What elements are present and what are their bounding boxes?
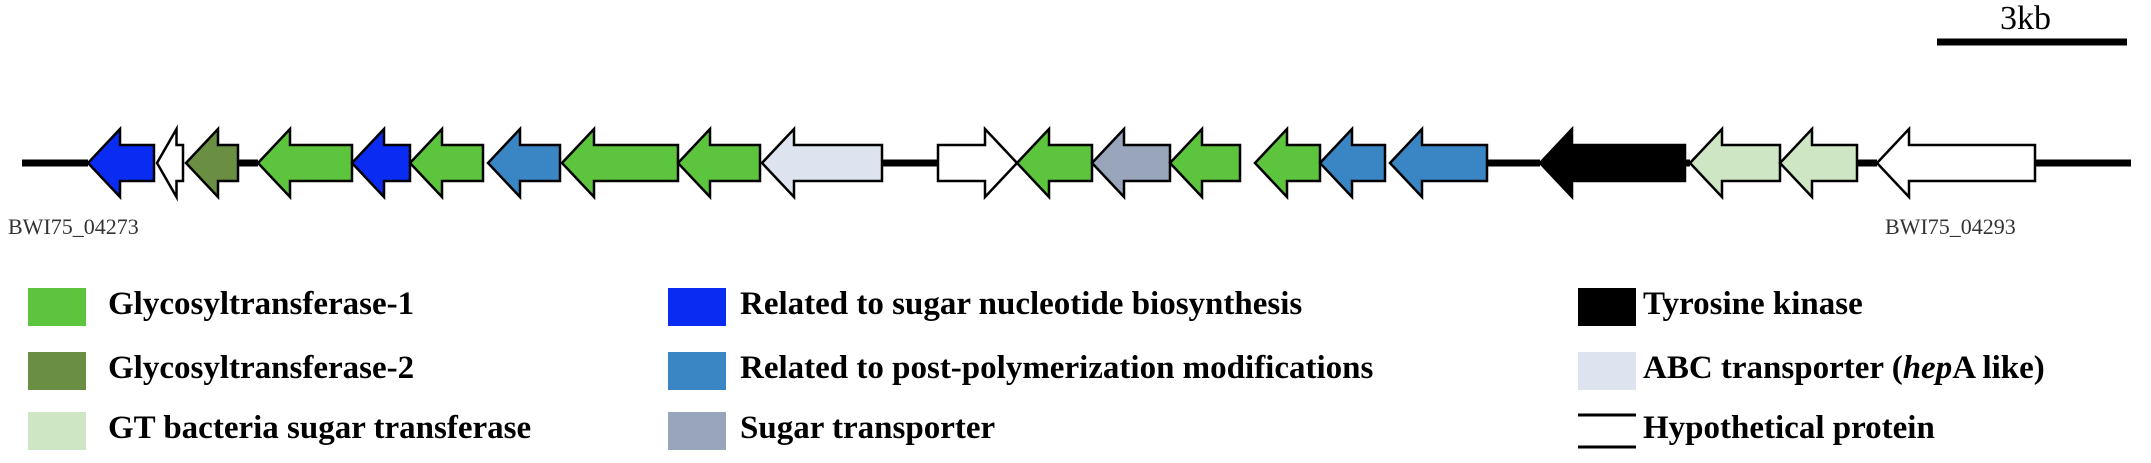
gene-arrow-gt-bacteria — [1688, 125, 1782, 201]
locus-label-right: BWI75_04293 — [1885, 214, 2016, 239]
gene-arrow-gt1 — [1253, 125, 1322, 201]
gene-arrow-post-polymerization — [1318, 125, 1387, 201]
gene-arrows — [86, 124, 2037, 202]
gene-arrow-nucleotide — [350, 125, 412, 201]
legend-swatch-abc-transporter — [1578, 352, 1636, 390]
legend-label-nucleotide: Related to sugar nucleotide biosynthesis — [740, 286, 1303, 322]
gene-arrow-hypothetical — [1875, 125, 2037, 201]
gene-arrow-gt1 — [408, 125, 485, 201]
legend-swatch-sugar-transporter — [668, 412, 726, 450]
gene-arrow-post-polymerization — [1388, 125, 1489, 201]
gene-arrow-gt1 — [1015, 125, 1094, 201]
legend-label-gt2: Glycosyltransferase-2 — [108, 350, 415, 386]
scale-bar-label: 3kb — [2000, 0, 2051, 37]
gene-arrow-gt-bacteria — [1778, 125, 1859, 201]
gene-arrow-abc-transporter — [760, 125, 884, 201]
gene-arrow-gt1 — [1168, 125, 1242, 201]
legend-swatch-post-polymerization — [668, 352, 726, 390]
legend-swatch-nucleotide — [668, 288, 726, 326]
legend-swatch-gt-bacteria — [28, 412, 86, 450]
gene-arrow-post-polymerization — [486, 125, 562, 201]
gene-arrow-gt1 — [676, 125, 762, 201]
legend-label-tyrosine-kinase: Tyrosine kinase — [1643, 286, 1863, 322]
legend-swatch-gt2 — [28, 352, 86, 390]
legend-label-hypothetical: Hypothetical protein — [1643, 410, 1935, 446]
gene-arrow-hypothetical — [936, 125, 1019, 201]
legend-swatch-hypothetical — [1578, 413, 1636, 449]
gene-cluster-map — [22, 38, 2131, 202]
legend-label-sugar-transporter: Sugar transporter — [740, 410, 996, 446]
gene-arrow-sugar-transporter — [1090, 125, 1172, 201]
gene-arrow-hypothetical — [155, 124, 185, 202]
gene-arrow-nucleotide — [86, 125, 156, 201]
legend-swatch-tyrosine-kinase — [1578, 288, 1636, 326]
gene-arrow-gt1 — [560, 125, 680, 201]
locus-label-left: BWI75_04273 — [8, 214, 139, 239]
legend-label-gt-bacteria: GT bacteria sugar transferase — [108, 410, 532, 446]
legend-swatch-gt1 — [28, 288, 86, 326]
gene-arrow-tyrosine-kinase — [1538, 125, 1687, 201]
legend-label-gt1: Glycosyltransferase-1 — [108, 286, 415, 322]
legend-label-post-polymerization: Related to post-polymerization modificat… — [740, 350, 1374, 386]
gene-arrow-gt2 — [184, 125, 240, 201]
legend-label-abc-transporter: ABC transporter (hepA like) — [1643, 350, 2045, 386]
gene-arrow-gt1 — [256, 125, 354, 201]
